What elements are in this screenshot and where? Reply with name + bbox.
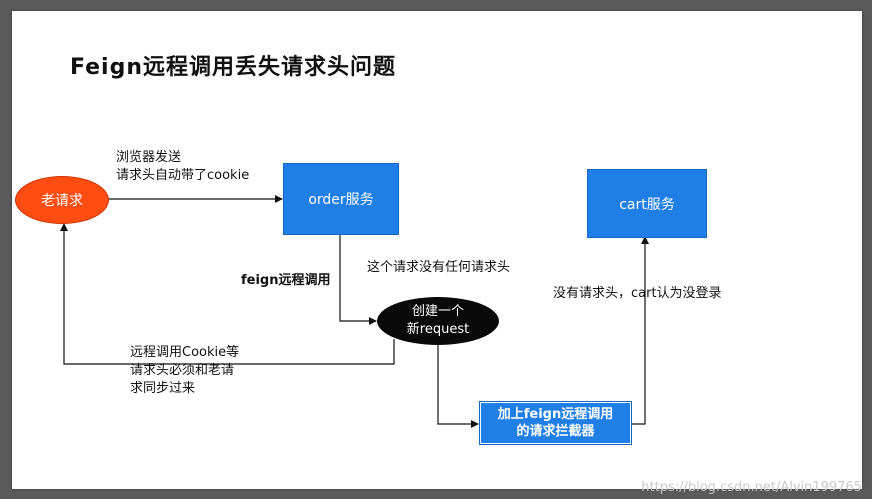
arrow-new-request-to-interceptor [437, 343, 479, 428]
new-request-label-line1: 创建一个 [411, 304, 464, 319]
feign-call-label: feign远程调用 [241, 273, 331, 288]
cart-service-node: cart服务 [587, 169, 707, 238]
order-service-label: order服务 [308, 192, 374, 208]
cart-no-login-label: 没有请求头，cart认为没登录 [553, 286, 722, 301]
arrow-new-request-to-old [60, 223, 395, 365]
sync-cookie-label: 远程调用Cookie等 请求头必须和老请 求同步过来 [130, 345, 240, 396]
cart-service-label: cart服务 [619, 196, 675, 213]
page-title: Feign远程调用丢失请求头问题 [70, 55, 397, 80]
interceptor-label-line2: 的请求拦截器 [516, 424, 595, 439]
watermark: https://blog.csdn.net/Alvin199765 [641, 480, 862, 495]
old-request-node: 老请求 [15, 176, 109, 224]
arrow-interceptor-to-cart [631, 236, 649, 425]
old-request-label: 老请求 [41, 193, 83, 209]
new-request-label-line2: 新request [406, 322, 470, 337]
slide: Feign远程调用丢失请求头问题 [12, 11, 862, 489]
interceptor-node: 加上feign远程调用 的请求拦截器 [479, 401, 632, 445]
interceptor-label-line1: 加上feign远程调用 [497, 407, 614, 422]
no-headers-label: 这个请求没有任何请求头 [367, 260, 511, 275]
browser-send-label: 浏览器发送 请求头自动带了cookie [116, 150, 250, 183]
arrow-order-to-new-request [339, 234, 377, 325]
new-request-node: 创建一个 新request [377, 297, 499, 345]
order-service-node: order服务 [283, 163, 399, 235]
